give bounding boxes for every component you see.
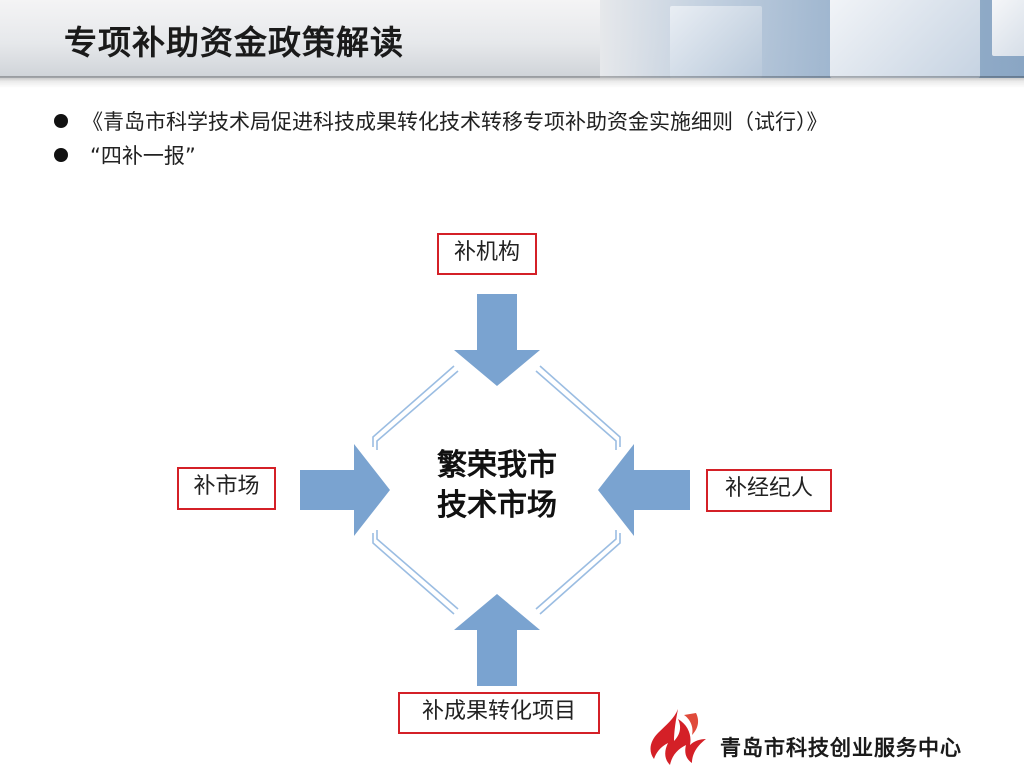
arrow-up-icon <box>454 594 540 686</box>
org-logo-icon <box>650 709 706 765</box>
center-caption: 繁荣我市 技术市场 <box>410 446 584 526</box>
arrow-left-icon <box>598 444 690 536</box>
center-octagon-outline <box>372 365 621 615</box>
center-caption-line: 繁荣我市 <box>437 448 557 483</box>
center-caption-line: 技术市场 <box>437 488 557 523</box>
arrow-right-icon <box>300 444 390 536</box>
bullet-text: “四补一报” <box>90 144 196 168</box>
bullet-dot-icon <box>54 148 68 162</box>
bullet-list: 《青岛市科学技术局促进科技成果转化技术转移专项补助资金实施细则（试行）》 “四补… <box>54 104 1014 172</box>
label-left: 补市场 <box>177 467 276 510</box>
bullet-item: 《青岛市科学技术局促进科技成果转化技术转移专项补助资金实施细则（试行）》 <box>54 104 1014 138</box>
arrow-down-icon <box>454 294 540 386</box>
label-top: 补机构 <box>437 233 537 275</box>
label-bottom: 补成果转化项目 <box>398 692 600 734</box>
org-name: 青岛市科技创业服务中心 <box>720 736 962 760</box>
label-right: 补经纪人 <box>706 469 832 512</box>
bullet-item: “四补一报” <box>54 138 1014 172</box>
bullet-text: 《青岛市科学技术局促进科技成果转化技术转移专项补助资金实施细则（试行）》 <box>82 110 828 134</box>
header-banner <box>0 0 1024 78</box>
header-decor-image <box>600 0 1024 78</box>
bullet-dot-icon <box>54 114 68 128</box>
header-shadow <box>0 76 1024 88</box>
page-title: 专项补助资金政策解读 <box>64 23 404 62</box>
